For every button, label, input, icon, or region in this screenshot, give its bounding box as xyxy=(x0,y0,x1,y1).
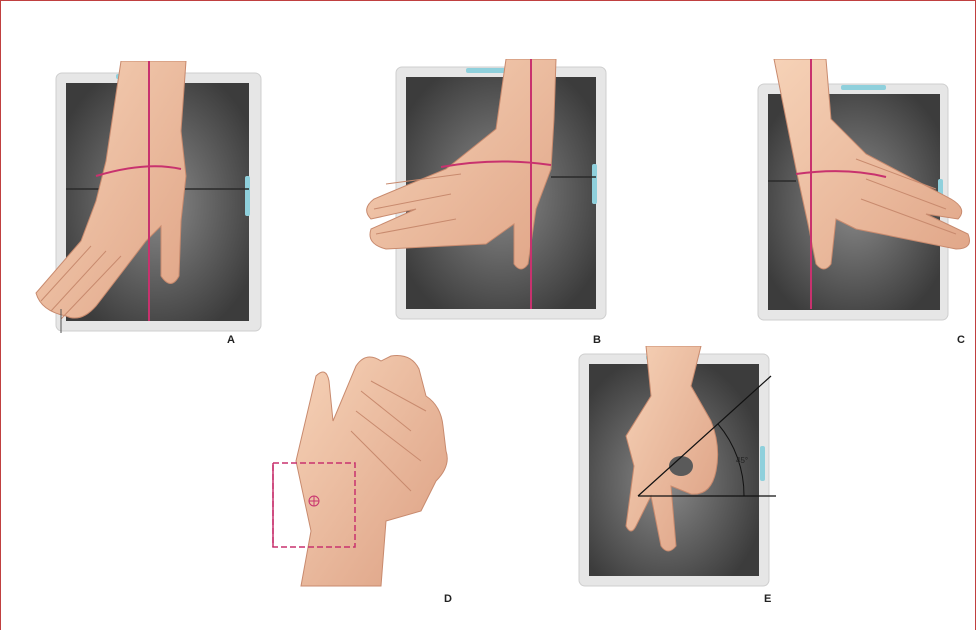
panel-c-illustration xyxy=(746,59,976,329)
panel-label-a: A xyxy=(227,334,235,346)
panel-b xyxy=(356,59,616,329)
panel-d xyxy=(271,351,461,596)
indicator-bar xyxy=(841,85,886,90)
panel-label-d: D xyxy=(444,593,452,605)
indicator-bar xyxy=(245,176,250,216)
panel-a xyxy=(21,61,271,351)
indicator-bar xyxy=(466,68,506,73)
panel-e-illustration: 45° xyxy=(576,346,776,591)
indicator-bar xyxy=(592,164,597,204)
panel-a-illustration xyxy=(21,61,271,351)
finger-gap xyxy=(669,456,693,476)
panel-c xyxy=(746,59,976,329)
panel-label-e: E xyxy=(764,593,771,605)
hand-illustration xyxy=(296,356,447,586)
panel-label-b: B xyxy=(593,334,601,346)
panel-label-c: C xyxy=(957,334,965,346)
indicator-bar xyxy=(760,446,765,481)
panel-e: 45° xyxy=(576,346,776,591)
angle-label: 45° xyxy=(736,456,748,465)
panel-d-illustration xyxy=(271,351,461,596)
panel-b-illustration xyxy=(356,59,616,329)
